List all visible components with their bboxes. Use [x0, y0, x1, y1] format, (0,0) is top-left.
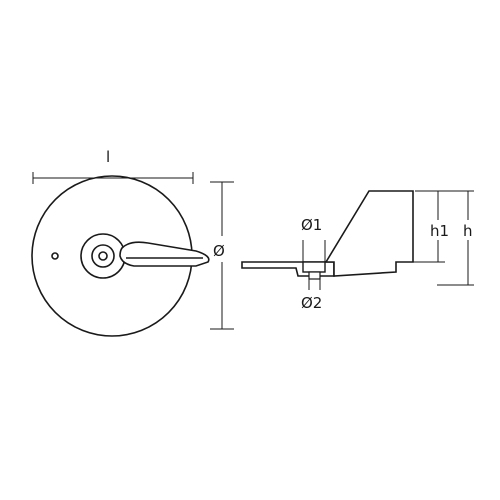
- top-view: l Ø: [31, 148, 234, 337]
- height-1-dimension: h1: [398, 190, 449, 263]
- fin-section: [324, 190, 414, 277]
- diameter-dimension: Ø: [210, 181, 234, 330]
- diameter-label: Ø: [213, 242, 225, 260]
- hole-diameter-1-label: Ø1: [301, 216, 322, 234]
- length-dimension: l: [32, 148, 194, 184]
- length-label: l: [106, 148, 110, 166]
- height-dimension: h: [437, 190, 474, 286]
- boss-inner-hole: [98, 251, 108, 261]
- center-hole: [302, 261, 326, 273]
- fin-top-view: [119, 241, 210, 267]
- boss-middle-ring: [91, 244, 115, 268]
- center-hole-lower: [308, 271, 321, 280]
- hole-diameter-2-label: Ø2: [301, 294, 322, 312]
- height-label: h: [463, 222, 473, 240]
- small-hole: [51, 252, 59, 260]
- height-1-label: h1: [430, 222, 449, 240]
- boss-outer-ring: [80, 233, 126, 279]
- side-view: Ø1 Ø2 h1 h: [241, 190, 474, 312]
